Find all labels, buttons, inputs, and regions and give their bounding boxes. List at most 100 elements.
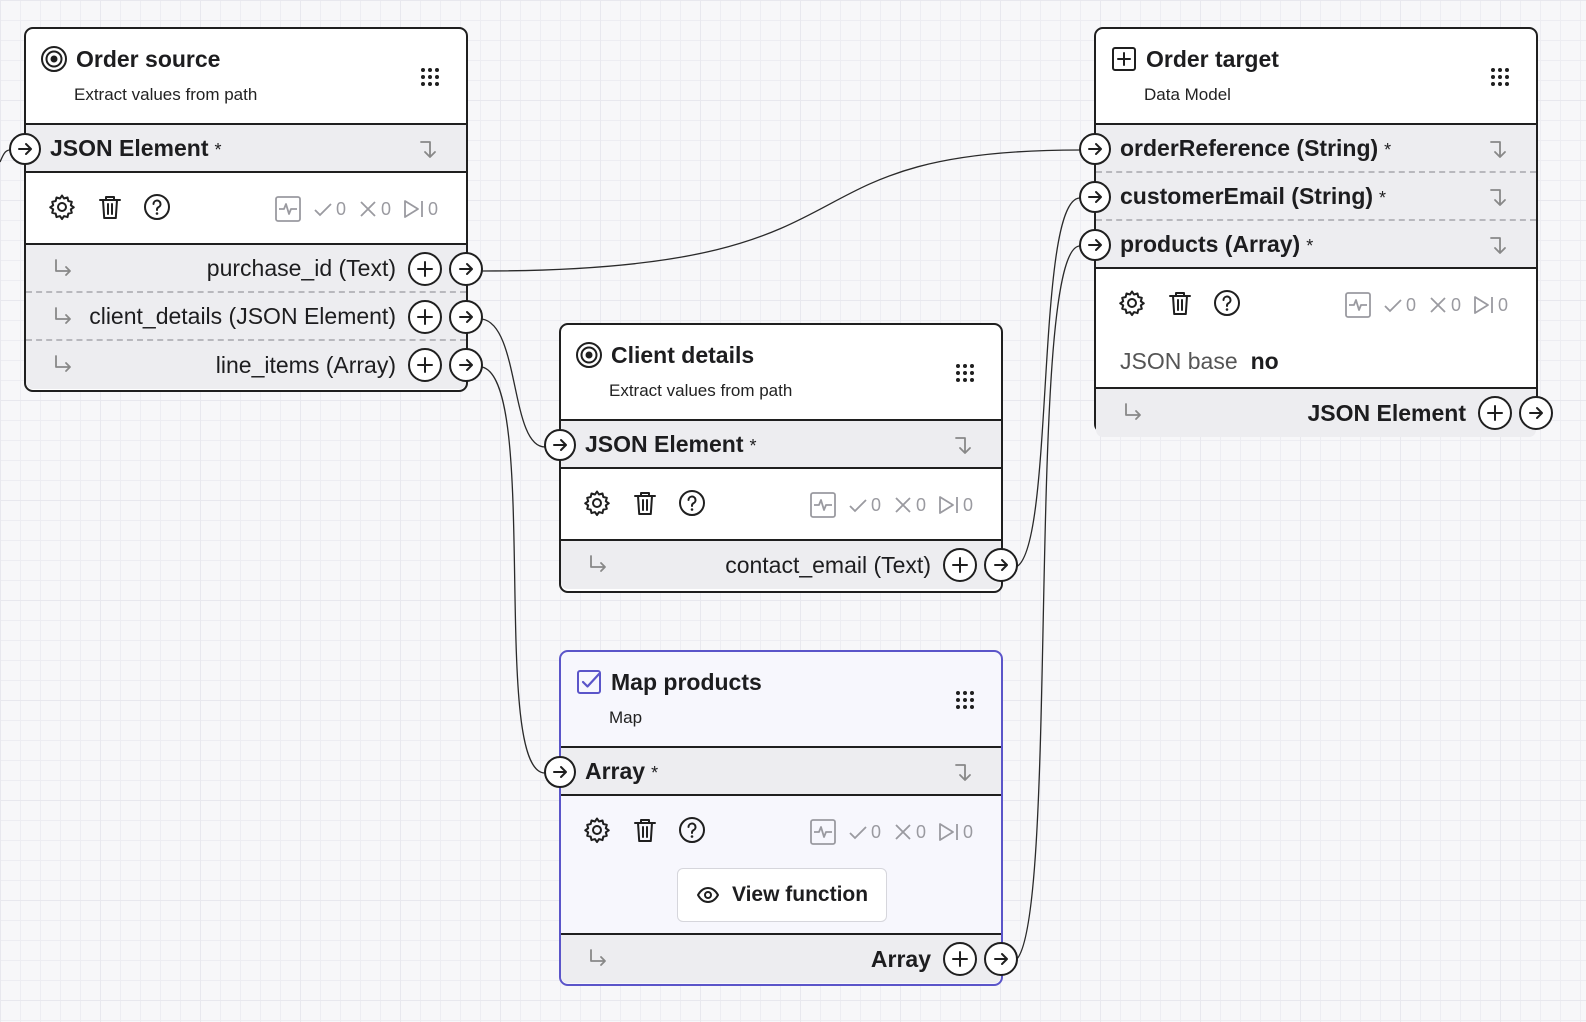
view-function-button[interactable]: View function [677,868,887,922]
plus-icon [417,261,433,277]
help-icon[interactable] [143,193,171,221]
check-icon [1384,299,1402,313]
input-row: JSON Element* [9,125,466,173]
input-port[interactable] [1079,229,1111,261]
stat-failed-count: 0 [1450,294,1461,315]
stat-failed-count: 0 [915,494,926,515]
stat-skipped: 0 [938,822,973,843]
node-title: Order source [76,45,221,72]
node-title: Map products [611,668,762,695]
output-label: JSON Element [1307,399,1467,426]
node-header[interactable]: Order source Extract values from path [26,29,466,125]
stat-skipped-count: 0 [962,494,973,515]
trash-icon[interactable] [1166,289,1194,317]
wire-purchase-id-to-order-reference [481,149,1081,272]
return-arrow-icon[interactable] [1488,186,1510,208]
stat-skipped-count: 0 [427,198,438,219]
gear-icon[interactable] [583,489,611,517]
json-base-row: JSON base no [1096,335,1536,389]
help-icon[interactable] [678,816,706,844]
stat-skipped-count: 0 [1497,294,1508,315]
node-client-details[interactable]: Client details Extract values from path … [544,323,1018,593]
grip-dots-icon[interactable] [955,690,975,710]
input-port[interactable] [1079,181,1111,213]
trash-icon[interactable] [631,816,659,844]
gear-icon[interactable] [48,193,76,221]
add-output-button[interactable] [1478,396,1512,430]
plus-icon [417,357,433,373]
activity-icon[interactable] [275,196,301,222]
input-label: orderReference (String)* [1120,134,1392,161]
plus-icon [417,309,433,325]
grip-dots-icon[interactable] [1490,67,1510,87]
skip-icon [404,200,423,218]
node-order-target[interactable]: Order target Data Model orderReference (… [1079,27,1553,437]
check-icon [314,203,332,217]
wire-contact-email-to-customer-email [1015,197,1081,568]
required-marker: * [1384,139,1392,160]
stat-success-count: 0 [335,198,346,219]
activity-icon[interactable] [810,819,836,845]
output-port[interactable] [984,942,1018,976]
activity-icon[interactable] [1345,292,1371,318]
trash-icon[interactable] [631,489,659,517]
add-output-button[interactable] [408,252,442,286]
x-icon [895,497,911,513]
node-map-products[interactable]: Map products Map Array* 0 0 0 View funct… [544,650,1018,986]
return-arrow-icon[interactable] [953,761,975,783]
sub-arrow-icon [1125,403,1141,420]
node-header[interactable]: Client details Extract values from path [561,325,1001,421]
gear-icon[interactable] [1118,289,1146,317]
skip-icon [939,496,958,514]
grip-dots-icon[interactable] [420,67,440,87]
gear-icon[interactable] [583,816,611,844]
required-marker: * [651,762,659,783]
output-port[interactable] [449,252,483,286]
node-toolbar: 0 0 0 [26,173,466,245]
node-subtitle: Data Model [1144,85,1231,104]
skip-icon [939,823,958,841]
output-port[interactable] [449,348,483,382]
sub-arrow-icon [55,259,71,276]
arrow-right-icon [459,263,473,275]
output-port[interactable] [984,548,1018,582]
arrow-right-icon [1088,239,1102,251]
input-label: customerEmail (String)* [1120,182,1387,209]
check-icon [849,826,867,840]
node-header[interactable]: Map products Map [561,652,1001,748]
input-label: products (Array)* [1120,230,1314,257]
output-port[interactable] [1519,396,1553,430]
arrow-right-icon [553,766,567,778]
help-icon[interactable] [1213,289,1241,317]
output-label: Array [870,945,931,972]
node-header[interactable]: Order target Data Model [1096,29,1536,125]
skip-icon [1474,296,1493,314]
return-arrow-icon[interactable] [418,138,440,160]
output-label: purchase_id (Text) [206,254,396,281]
return-arrow-icon[interactable] [1488,138,1510,160]
add-output-button[interactable] [943,548,977,582]
add-output-button[interactable] [408,348,442,382]
node-order-source[interactable]: Order source Extract values from path JS… [9,27,483,392]
plus-icon [952,951,968,967]
add-output-button[interactable] [408,300,442,334]
stat-success-count: 0 [870,494,881,515]
input-port[interactable] [544,756,576,788]
output-port[interactable] [449,300,483,334]
return-arrow-icon[interactable] [1488,234,1510,256]
input-port[interactable] [544,429,576,461]
wire-array-to-products [1015,245,1081,961]
activity-icon[interactable] [810,492,836,518]
checkbox-icon [577,670,601,694]
help-icon[interactable] [678,489,706,517]
trash-icon[interactable] [96,193,124,221]
arrow-right-icon [18,143,32,155]
x-icon [1430,297,1446,313]
input-port[interactable] [1079,133,1111,165]
stat-skipped: 0 [1473,295,1508,316]
grip-dots-icon[interactable] [955,363,975,383]
return-arrow-icon[interactable] [953,434,975,456]
input-port[interactable] [9,133,41,165]
stat-failed: 0 [893,495,926,516]
add-output-button[interactable] [943,942,977,976]
